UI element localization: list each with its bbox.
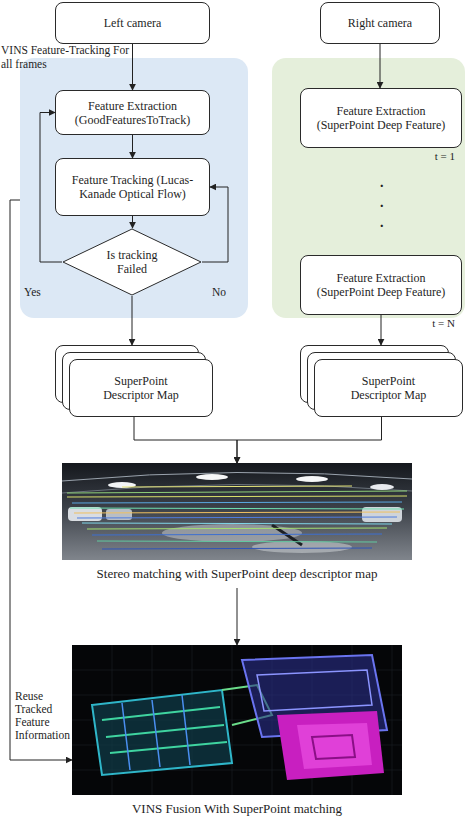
process-box: Feature Extraction (GoodFeaturesToTrack)	[55, 90, 210, 135]
image-frame	[62, 463, 412, 560]
diamond-shape	[63, 229, 201, 295]
continuation-dot: .	[380, 196, 384, 209]
box-label: Feature Tracking (Lucas-Kanade Optical F…	[64, 173, 201, 201]
box-label: Feature Extraction (SuperPoint Deep Feat…	[309, 104, 453, 132]
box-label: Right camera	[348, 16, 412, 30]
tracking-band: VINS Feature-Tracking For all framesFeat…	[20, 58, 248, 318]
flow-arrow	[134, 417, 237, 463]
flow-arrow	[237, 588, 238, 645]
extraction-band: Feature Extraction (SuperPoint Deep Feat…	[272, 58, 465, 318]
image-panel: VINS Fusion With SuperPoint matching	[72, 645, 402, 823]
process-box: Feature Extraction (SuperPoint Deep Feat…	[300, 255, 462, 315]
stereo-matching-image	[62, 463, 412, 560]
camera-box: Right camera	[320, 2, 440, 44]
box-label: Feature Extraction (SuperPoint Deep Feat…	[309, 271, 453, 299]
image-frame	[72, 645, 402, 795]
image-panel: Stereo matching with SuperPoint deep des…	[62, 463, 412, 588]
edge-label: Reuse Tracked Feature Information	[15, 690, 71, 742]
flow-arrow	[381, 315, 382, 345]
stack-front: SuperPoint Descriptor Map	[69, 359, 213, 417]
continuation-dot: .	[380, 176, 384, 189]
process-box: Feature Extraction (SuperPoint Deep Feat…	[300, 88, 462, 148]
stack-front: SuperPoint Descriptor Map	[314, 359, 463, 417]
step-label: t = 1	[435, 149, 455, 163]
decision-label: Is tracking Failed	[96, 248, 168, 276]
image-caption: Stereo matching with SuperPoint deep des…	[97, 566, 378, 582]
step-label: t = N	[432, 316, 455, 330]
band-heading: VINS Feature-Tracking For all frames	[1, 43, 129, 71]
point-cloud-image	[72, 645, 402, 795]
flow-arrow	[237, 417, 382, 463]
descriptor-stack: SuperPoint Descriptor Map	[55, 345, 213, 417]
descriptor-stack: SuperPoint Descriptor Map	[300, 345, 463, 417]
box-label: Left camera	[104, 16, 162, 30]
edge-label: No	[212, 286, 226, 299]
decision-diamond: Is tracking Failed	[62, 228, 202, 296]
edge-label: Yes	[24, 286, 41, 299]
camera-box: Left camera	[55, 2, 210, 44]
image-caption: VINS Fusion With SuperPoint matching	[132, 801, 342, 817]
box-label: Feature Extraction (GoodFeaturesToTrack)	[64, 99, 201, 127]
box-label: SuperPoint Descriptor Map	[91, 374, 191, 402]
process-box: Feature Tracking (Lucas-Kanade Optical F…	[55, 158, 210, 216]
box-label: SuperPoint Descriptor Map	[339, 374, 439, 402]
continuation-dot: .	[380, 216, 384, 229]
